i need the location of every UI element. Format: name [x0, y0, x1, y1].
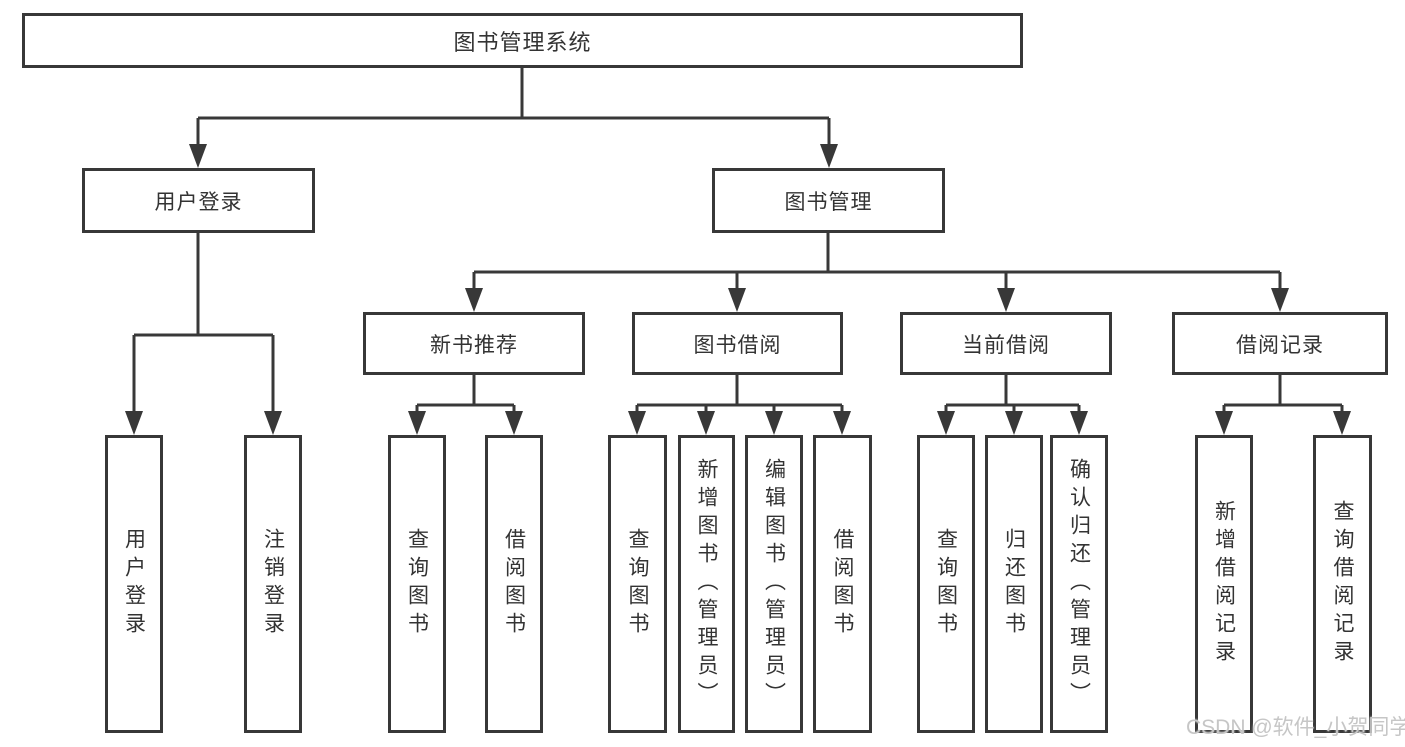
connector-current-borrow-to-leaves	[937, 375, 1088, 435]
leaf-add-book-admin: 新增图书（管理员）	[678, 435, 735, 733]
connector-borrow-record-to-leaves	[1215, 375, 1351, 435]
arrow-down-icon	[937, 411, 955, 435]
node-book-management-label: 图书管理	[784, 190, 873, 214]
connector-line	[415, 375, 516, 429]
arrow-down-icon	[728, 288, 746, 312]
connector-line	[1222, 375, 1344, 429]
csdn-watermark: CSDN @软件_小贺同学	[1186, 716, 1405, 739]
arrow-down-icon	[408, 411, 426, 435]
arrow-down-icon	[125, 411, 143, 435]
leaf-confirm-return-admin-label: 确认归还（管理员）	[1067, 458, 1091, 710]
leaf-edit-book-admin: 编辑图书（管理员）	[745, 435, 803, 733]
connector-book-borrow-to-leaves	[628, 375, 851, 435]
connector-book-management-to-level3	[465, 233, 1289, 312]
leaf-query-books-current-label: 查询图书	[934, 528, 958, 640]
node-borrow-record: 借阅记录	[1172, 312, 1388, 375]
arrow-down-icon	[765, 411, 783, 435]
node-root-label: 图书管理系统	[453, 29, 592, 55]
arrow-down-icon	[465, 288, 483, 312]
connector-line	[635, 375, 844, 429]
leaf-borrow-books: 借阅图书	[813, 435, 872, 733]
arrow-down-icon	[189, 144, 207, 168]
connector-root-to-level2	[189, 68, 838, 168]
leaf-borrow-books-label: 借阅图书	[831, 528, 854, 640]
leaf-return-book-label: 归还图书	[1002, 528, 1026, 640]
node-root: 图书管理系统	[22, 13, 1023, 68]
node-borrow-record-label: 借阅记录	[1236, 333, 1324, 357]
connector-line	[132, 233, 275, 429]
leaf-query-books-recommend: 查询图书	[388, 435, 446, 733]
leaf-user-login: 用户登录	[105, 435, 163, 733]
leaf-add-book-admin-label: 新增图书（管理员）	[695, 458, 718, 710]
leaf-user-login-label: 用户登录	[122, 528, 146, 640]
arrow-down-icon	[833, 411, 851, 435]
leaf-query-borrow-record-label: 查询借阅记录	[1331, 500, 1354, 668]
node-current-borrow: 当前借阅	[900, 312, 1112, 375]
arrow-down-icon	[1215, 411, 1233, 435]
arrow-down-icon	[1005, 411, 1023, 435]
connector-line	[472, 233, 1282, 306]
leaf-query-borrow-record: 查询借阅记录	[1313, 435, 1372, 733]
arrow-down-icon	[264, 411, 282, 435]
connector-user-login-to-leaves	[125, 233, 282, 435]
arrow-down-icon	[628, 411, 646, 435]
arrow-down-icon	[697, 411, 715, 435]
arrow-down-icon	[820, 144, 838, 168]
leaf-query-books-borrow: 查询图书	[608, 435, 667, 733]
arrow-down-icon	[1333, 411, 1351, 435]
node-book-management: 图书管理	[712, 168, 945, 233]
leaf-query-books-borrow-label: 查询图书	[626, 528, 649, 640]
arrow-down-icon	[997, 288, 1015, 312]
leaf-add-borrow-record: 新增借阅记录	[1195, 435, 1253, 733]
leaf-query-books-current: 查询图书	[917, 435, 975, 733]
leaf-logout-label: 注销登录	[261, 528, 285, 640]
connector-line	[196, 68, 831, 162]
leaf-edit-book-admin-label: 编辑图书（管理员）	[762, 458, 786, 710]
node-new-book-recommend-label: 新书推荐	[430, 333, 518, 357]
leaf-return-book: 归还图书	[985, 435, 1043, 733]
node-book-borrow-label: 图书借阅	[693, 333, 782, 357]
leaf-query-books-recommend-label: 查询图书	[405, 528, 429, 640]
node-user-login: 用户登录	[82, 168, 315, 233]
leaf-confirm-return-admin: 确认归还（管理员）	[1050, 435, 1108, 733]
leaf-add-borrow-record-label: 新增借阅记录	[1212, 500, 1236, 668]
node-current-borrow-label: 当前借阅	[962, 333, 1050, 357]
arrow-down-icon	[1070, 411, 1088, 435]
node-book-borrow: 图书借阅	[632, 312, 843, 375]
arrow-down-icon	[505, 411, 523, 435]
arrow-down-icon	[1271, 288, 1289, 312]
leaf-borrow-books-recommend: 借阅图书	[485, 435, 543, 733]
node-user-login-label: 用户登录	[154, 190, 243, 214]
leaf-logout: 注销登录	[244, 435, 302, 733]
leaf-borrow-books-recommend-label: 借阅图书	[502, 528, 526, 640]
node-new-book-recommend: 新书推荐	[363, 312, 585, 375]
connector-new-book-recommend-to-leaves	[408, 375, 523, 435]
